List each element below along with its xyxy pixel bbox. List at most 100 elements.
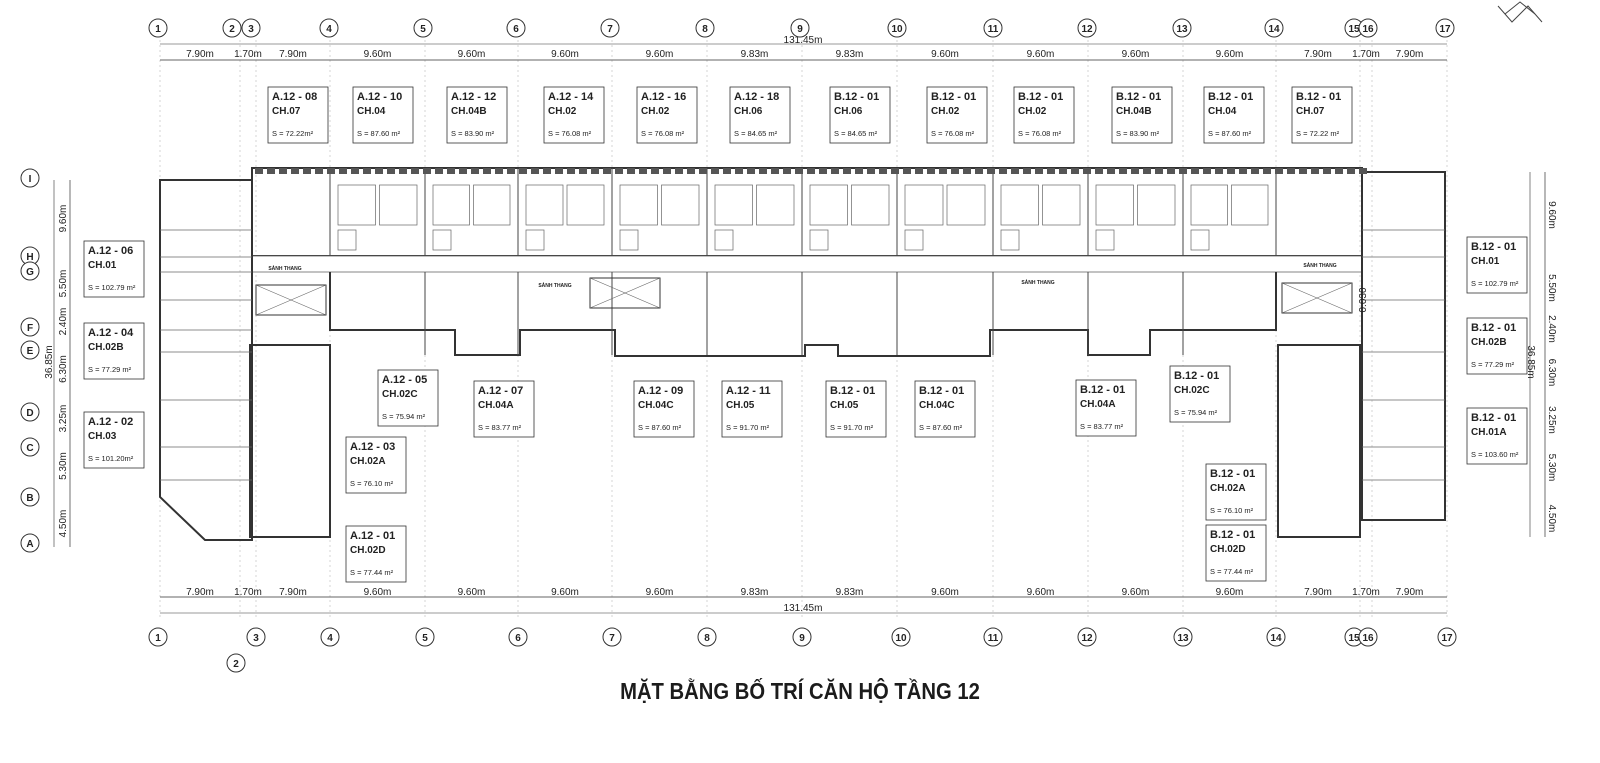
bathroom xyxy=(1000,229,1020,251)
unit-area: S = 102.79 m² xyxy=(1471,279,1519,288)
grid-bubble-top xyxy=(887,18,907,38)
dim-label-top: 7.90m xyxy=(1304,49,1332,60)
unit-area: S = 75.94 m² xyxy=(1174,408,1218,417)
dim-label-top: 7.90m xyxy=(186,49,214,60)
grid-col-label-bottom: 17 xyxy=(1441,633,1453,644)
room xyxy=(756,184,795,226)
unit-type: CH.02 xyxy=(641,106,670,117)
balcony-hatch xyxy=(1311,168,1319,174)
balcony-hatch xyxy=(687,168,695,174)
balcony-hatch xyxy=(435,168,443,174)
unit-id: B.12 - 01 xyxy=(1471,241,1516,253)
dim-label-right: 6.30m xyxy=(1546,359,1557,387)
elevator-cross xyxy=(255,284,327,316)
grid-bubble-top xyxy=(1435,18,1455,38)
balcony-hatch xyxy=(543,168,551,174)
unit-area: S = 84.65 m² xyxy=(734,129,778,138)
unit-type: CH.04B xyxy=(1116,106,1152,117)
grid-col-label-bottom: 15 xyxy=(1348,633,1360,644)
unit-id: B.12 - 01 xyxy=(1208,91,1253,103)
unit-type: CH.02 xyxy=(548,106,577,117)
unit-id: B.12 - 01 xyxy=(1116,91,1161,103)
dim-label-top: 9.83m xyxy=(836,49,864,60)
right-inner-block xyxy=(1277,344,1361,538)
dim-label-top: 9.60m xyxy=(551,49,579,60)
unit-type: CH.02B xyxy=(1471,337,1507,348)
unit-box-frame xyxy=(1466,317,1528,375)
balcony-hatch xyxy=(1287,168,1295,174)
balcony-hatch xyxy=(303,168,311,174)
unit-box-frame xyxy=(1075,379,1137,437)
unit-box-frame xyxy=(829,86,891,144)
unit-id: B.12 - 01 xyxy=(1174,370,1219,382)
balcony-hatch xyxy=(591,168,599,174)
room xyxy=(525,184,564,226)
unit-area: S = 83.77 m² xyxy=(1080,422,1124,431)
unit-type: CH.07 xyxy=(272,106,301,117)
unit-box-frame xyxy=(1013,86,1075,144)
balcony-hatch xyxy=(807,168,815,174)
unit-area: S = 102.79 m² xyxy=(88,283,136,292)
unit-id: B.12 - 01 xyxy=(1471,322,1516,334)
bathroom xyxy=(619,229,639,251)
room xyxy=(566,184,605,226)
grid-col-label-bottom: 4 xyxy=(327,633,333,644)
balcony-hatch xyxy=(1023,168,1031,174)
dim-label-top: 9.60m xyxy=(1216,49,1244,60)
balcony-hatch xyxy=(747,168,755,174)
grid-col-label-bottom: 11 xyxy=(988,633,999,644)
grid-bubble-left xyxy=(20,402,40,422)
unit-type: CH.02 xyxy=(931,106,960,117)
dim-label-top: 9.60m xyxy=(364,49,392,60)
dim-label-left: 5.50m xyxy=(58,270,69,298)
unit-box-frame xyxy=(83,322,145,380)
unit-id: A.12 - 10 xyxy=(357,91,402,103)
grid-row-label-left: F xyxy=(27,323,33,334)
unit-area: S = 101.20m² xyxy=(88,454,134,463)
balcony-hatch xyxy=(495,168,503,174)
grid-bubble-bottom xyxy=(891,627,911,647)
unit-box-frame xyxy=(345,525,407,583)
unit-area: S = 77.29 m² xyxy=(88,365,132,374)
grid-bubble-top xyxy=(1358,18,1378,38)
balcony-hatch xyxy=(639,168,647,174)
balcony-hatch xyxy=(531,168,539,174)
balcony-hatch xyxy=(411,168,419,174)
unit-box-frame xyxy=(926,86,988,144)
grid-bubble-top xyxy=(1077,18,1097,38)
balcony-hatch xyxy=(1359,168,1367,174)
balcony-hatch xyxy=(699,168,707,174)
unit-box-frame xyxy=(1203,86,1265,144)
dim-label-bottom: 9.60m xyxy=(364,587,392,598)
grid-col-label-bottom: 5 xyxy=(422,633,428,644)
unit-type: CH.05 xyxy=(830,400,859,411)
dim-total-bottom: 131.45m xyxy=(784,603,823,614)
balcony-hatch xyxy=(615,168,623,174)
unit-type: CH.04A xyxy=(478,400,514,411)
dim-label-left: 6.30m xyxy=(58,355,69,383)
unit-type: CH.02C xyxy=(382,389,418,400)
grid-bubble-bottom xyxy=(1358,627,1378,647)
unit-box-frame xyxy=(636,86,698,144)
unit-id: B.12 - 01 xyxy=(931,91,976,103)
grid-col-label-top: 15 xyxy=(1348,24,1360,35)
unit-type: CH.06 xyxy=(734,106,763,117)
grid-col-label-top: 3 xyxy=(248,24,254,35)
unit-box-frame xyxy=(1205,463,1267,521)
building-lower-wing xyxy=(329,272,1277,357)
unit-area: S = 76.08 m² xyxy=(548,129,592,138)
grid-col-label-top: 8 xyxy=(702,24,708,35)
balcony-hatch xyxy=(1239,168,1247,174)
balcony-hatch xyxy=(1227,168,1235,174)
unit-type: CH.04C xyxy=(638,400,674,411)
grid-col-label-bottom: 9 xyxy=(799,633,805,644)
balcony-hatch xyxy=(1275,168,1283,174)
grid-row-label-left: H xyxy=(26,252,33,263)
